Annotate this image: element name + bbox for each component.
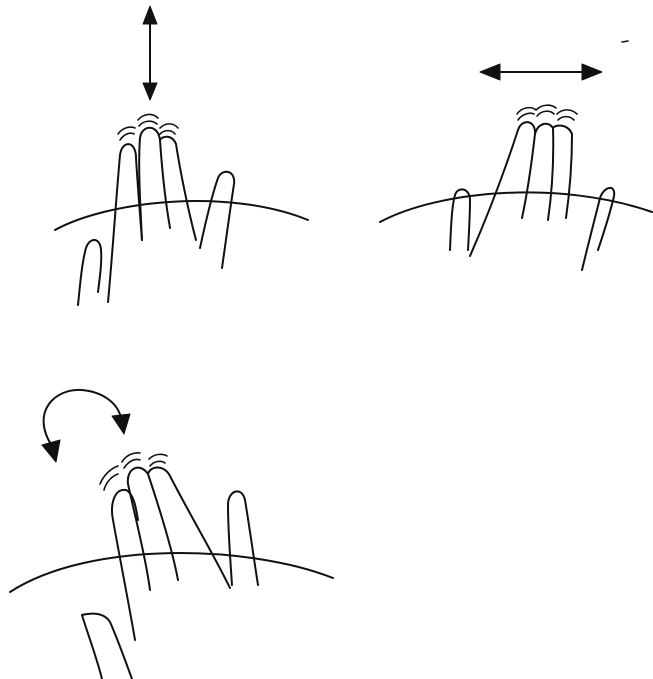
vibration-marks [100,453,167,490]
double-arrow-vertical-icon [143,6,157,100]
arrow-head-up [143,6,157,24]
thumb [78,240,101,305]
hand-drawing [78,114,234,305]
curved-double-arrow-icon [42,390,130,462]
pinky-finger [228,491,258,585]
middle-finger [139,128,170,240]
arrow-head-down [143,83,157,100]
vibration-marks [517,105,577,120]
thumb-outline [82,615,102,679]
pinky-finger [200,172,234,268]
index-finger [108,144,142,302]
ring-finger [553,126,572,218]
arrow-head-left [480,64,500,80]
index-finger [470,122,535,256]
surface-curve [55,201,308,230]
arrow-arc [44,390,121,446]
panel-rotational-motion [10,390,333,679]
panel-vertical-motion [55,6,308,305]
ring-finger [160,137,196,240]
arrow-head-right [582,64,602,80]
double-arrow-horizontal-icon [480,64,602,80]
middle-finger [535,124,553,220]
hand-drawing [450,105,614,270]
hand-drawing [82,453,258,679]
scan-speck [622,41,628,42]
surface-curve [10,553,333,592]
thumb [82,614,132,679]
ring-finger [148,468,230,589]
arrow-head-right [112,414,130,434]
panel-horizontal-motion [380,64,652,270]
middle-finger [128,468,178,590]
arrow-head-left [42,440,60,462]
